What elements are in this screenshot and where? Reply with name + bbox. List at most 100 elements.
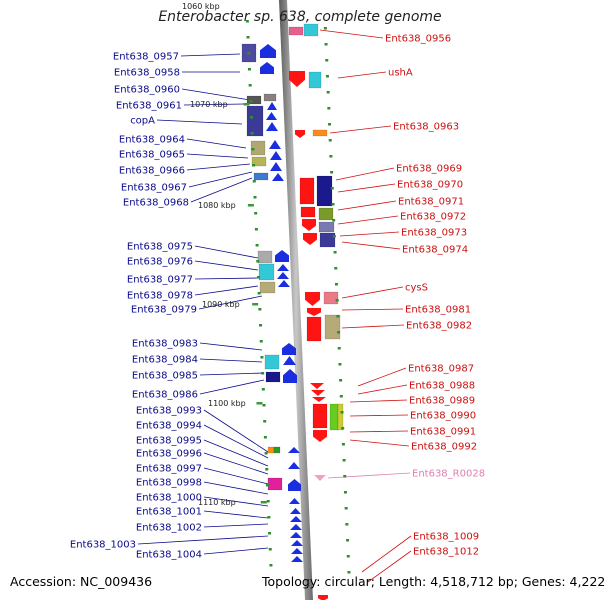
gene-label-left[interactable]: Ent638_0979 — [131, 305, 197, 316]
gene-arrow-up[interactable] — [260, 62, 274, 74]
gene-label-left[interactable]: Ent638_0977 — [127, 275, 193, 286]
gene-block[interactable] — [253, 172, 269, 181]
gene-arrow-down[interactable] — [305, 292, 320, 306]
gene-triangle[interactable] — [278, 280, 290, 287]
gene-block[interactable] — [246, 105, 264, 137]
gene-label-right[interactable]: ushA — [388, 68, 413, 79]
gene-arrow-up[interactable] — [260, 44, 276, 58]
gene-triangle[interactable] — [291, 540, 303, 546]
gene-label-left[interactable]: Ent638_0966 — [119, 166, 185, 177]
gene-triangle[interactable] — [311, 390, 325, 396]
gene-triangle[interactable] — [289, 498, 300, 504]
gene-triangle[interactable] — [277, 264, 289, 271]
gene-triangle[interactable] — [290, 532, 302, 538]
gene-block[interactable] — [267, 477, 283, 491]
gene-block[interactable] — [316, 175, 333, 207]
gene-block[interactable] — [246, 95, 262, 105]
gene-arrow-down[interactable] — [303, 233, 317, 245]
gene-arrow-up[interactable] — [275, 250, 289, 262]
gene-block[interactable] — [300, 206, 316, 218]
gene-triangle[interactable] — [291, 556, 303, 562]
gene-triangle[interactable] — [291, 548, 303, 554]
gene-label-right[interactable]: cysS — [405, 283, 428, 294]
gene-label-left[interactable]: Ent638_1002 — [136, 523, 202, 534]
gene-block[interactable] — [337, 403, 344, 431]
gene-label-left[interactable]: Ent638_0961 — [116, 101, 182, 112]
gene-label-right[interactable]: Ent638_0989 — [409, 396, 475, 407]
gene-label-right[interactable]: Ent638_1009 — [413, 532, 479, 543]
gene-label-left[interactable]: Ent638_0993 — [136, 406, 202, 417]
gene-label-left[interactable]: Ent638_0984 — [132, 355, 198, 366]
gene-block[interactable] — [319, 232, 336, 248]
gene-label-left[interactable]: Ent638_0965 — [119, 150, 185, 161]
gene-block[interactable] — [299, 177, 315, 205]
gene-label-right[interactable]: Ent638_R0028 — [412, 469, 485, 480]
gene-arrow-down[interactable] — [289, 71, 305, 87]
gene-triangle[interactable] — [266, 122, 278, 131]
gene-label-right[interactable]: Ent638_0990 — [410, 411, 476, 422]
gene-label-left[interactable]: Ent638_0995 — [136, 436, 202, 447]
gene-label-right[interactable]: Ent638_0982 — [406, 321, 472, 332]
gene-label-right[interactable]: Ent638_0987 — [408, 364, 474, 375]
gene-label-right[interactable]: Ent638_1012 — [413, 547, 479, 558]
gene-triangle[interactable] — [266, 112, 277, 120]
gene-label-left[interactable]: Ent638_0957 — [113, 52, 179, 63]
gene-label-left[interactable]: Ent638_1003 — [70, 540, 136, 551]
gene-label-right[interactable]: Ent638_0963 — [393, 122, 459, 133]
gene-triangle[interactable] — [290, 524, 302, 530]
gene-label-right[interactable]: Ent638_0971 — [398, 197, 464, 208]
gene-label-right[interactable]: Ent638_0972 — [400, 212, 466, 223]
gene-block[interactable] — [308, 71, 322, 89]
gene-triangle[interactable] — [314, 475, 326, 481]
gene-block[interactable] — [258, 263, 275, 281]
gene-triangle[interactable] — [283, 356, 296, 365]
gene-label-left[interactable]: Ent638_0983 — [132, 339, 198, 350]
gene-label-right[interactable]: Ent638_0974 — [402, 245, 468, 256]
gene-block[interactable] — [318, 221, 335, 233]
gene-triangle[interactable] — [290, 508, 301, 514]
gene-block[interactable] — [251, 156, 267, 167]
gene-label-left[interactable]: Ent638_0975 — [127, 242, 193, 253]
gene-block[interactable] — [259, 281, 276, 294]
gene-block[interactable] — [263, 93, 277, 102]
gene-label-left[interactable]: Ent638_0967 — [121, 183, 187, 194]
gene-arrow-down[interactable] — [307, 308, 321, 316]
gene-triangle[interactable] — [312, 397, 326, 402]
gene-triangle[interactable] — [288, 462, 300, 469]
gene-block[interactable] — [312, 129, 328, 137]
gene-triangle[interactable] — [269, 140, 281, 149]
gene-arrow-up[interactable] — [288, 479, 301, 491]
gene-label-left[interactable]: Ent638_0985 — [132, 371, 198, 382]
gene-label-right[interactable]: Ent638_0956 — [385, 34, 451, 45]
gene-triangle[interactable] — [272, 173, 284, 181]
gene-label-left[interactable]: Ent638_0976 — [127, 257, 193, 268]
gene-block[interactable] — [273, 446, 281, 454]
gene-label-left[interactable]: Ent638_1000 — [136, 493, 202, 504]
gene-label-left[interactable]: Ent638_0997 — [136, 464, 202, 475]
gene-label-left[interactable]: Ent638_0994 — [136, 421, 202, 432]
gene-triangle[interactable] — [270, 151, 282, 160]
gene-label-left[interactable]: Ent638_0960 — [114, 85, 180, 96]
gene-label-right[interactable]: Ent638_0991 — [410, 427, 476, 438]
gene-label-left[interactable]: Ent638_0996 — [136, 449, 202, 460]
gene-block[interactable] — [324, 314, 341, 340]
gene-block[interactable] — [323, 291, 339, 305]
gene-block[interactable] — [288, 26, 304, 36]
gene-arrow-down[interactable] — [318, 595, 328, 600]
gene-arrow-down[interactable] — [295, 130, 305, 138]
gene-label-right[interactable]: Ent638_0988 — [409, 381, 475, 392]
gene-label-left[interactable]: Ent638_0964 — [119, 135, 185, 146]
gene-block[interactable] — [318, 207, 334, 221]
gene-label-left[interactable]: Ent638_1004 — [136, 550, 202, 561]
gene-label-right[interactable]: Ent638_0992 — [411, 442, 477, 453]
gene-arrow-down[interactable] — [302, 219, 316, 231]
gene-label-left[interactable]: Ent638_1001 — [136, 507, 202, 518]
gene-label-right[interactable]: Ent638_0981 — [405, 305, 471, 316]
gene-triangle[interactable] — [288, 447, 300, 453]
gene-block[interactable] — [250, 140, 266, 156]
gene-arrow-down[interactable] — [313, 430, 327, 442]
gene-block[interactable] — [306, 316, 322, 342]
gene-block[interactable] — [265, 371, 281, 383]
gene-block[interactable] — [303, 23, 319, 37]
gene-label-left[interactable]: Ent638_0978 — [127, 291, 193, 302]
